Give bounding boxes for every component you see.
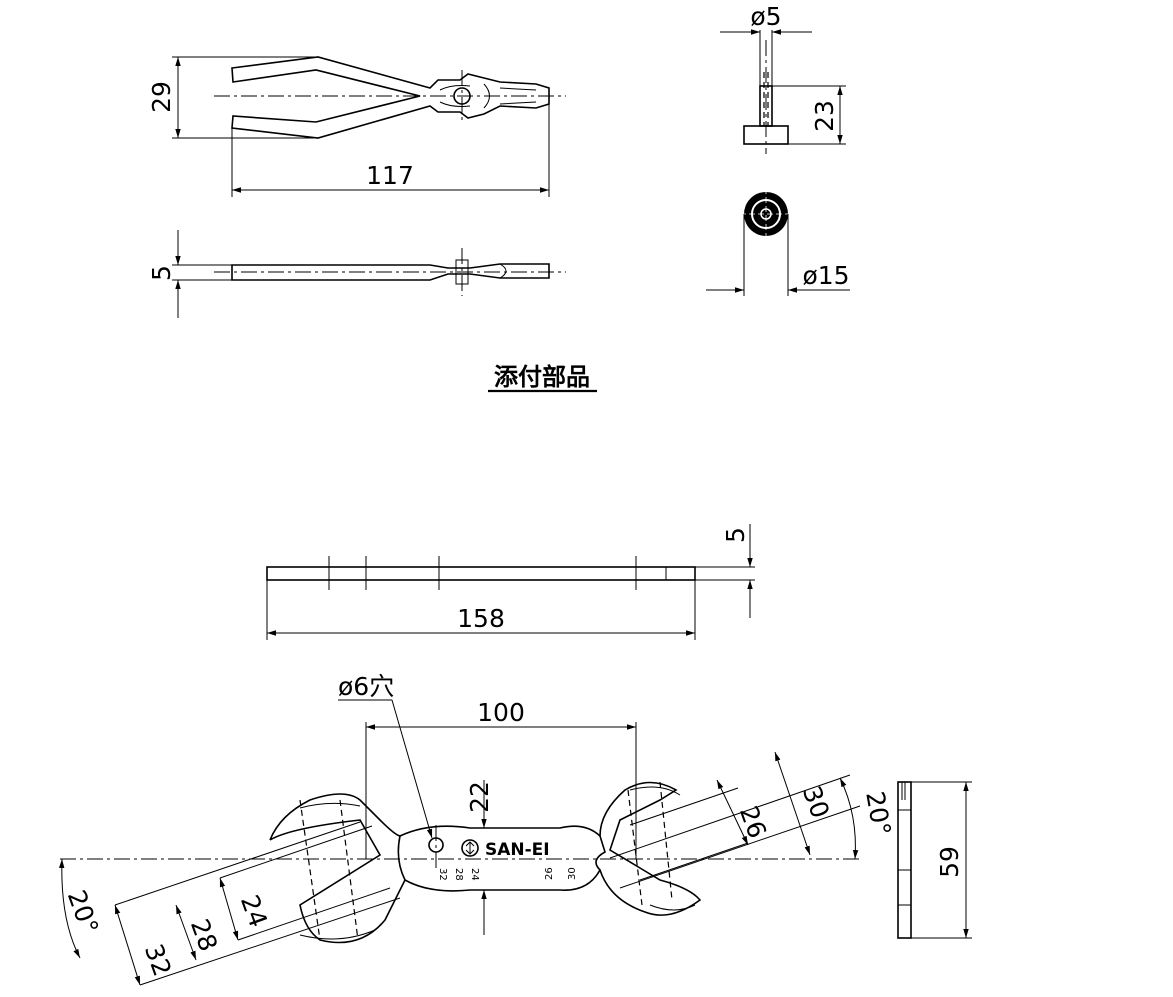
- right-inner-dim: 26: [734, 802, 772, 842]
- pin-height-dim: 23: [810, 100, 839, 132]
- left-angle-dim: 20°: [62, 886, 104, 938]
- pin-shaft-dia-dim: ø5: [750, 2, 781, 31]
- neck-dim: 22: [465, 781, 494, 813]
- pliers-height-dim: 29: [147, 81, 176, 113]
- stamp-left-a: 32: [437, 868, 448, 881]
- wrench-side-view: 5 158: [266, 524, 755, 640]
- caption-title: 添付部品: [494, 363, 590, 391]
- pliers-top-view: 29 117: [147, 56, 566, 197]
- caption-block: 添付部品: [488, 363, 597, 393]
- wrench-thickness-dim: 5: [721, 527, 750, 543]
- stamp-right-a: 26: [544, 867, 555, 880]
- pin-top-view: ø15: [706, 188, 850, 296]
- wrench-edge-view: 59: [897, 781, 972, 939]
- wrench-width-dim: 59: [935, 846, 964, 878]
- pliers-side-view: 5: [147, 230, 566, 318]
- pin-side-view: ø5 23: [720, 2, 846, 154]
- hole-label: ø6穴: [338, 672, 394, 701]
- stamp-right-b: 30: [567, 867, 578, 880]
- wrench-logo-text: SAN-EI: [485, 840, 550, 860]
- pliers-thickness-dim: 5: [147, 265, 176, 281]
- pitch-dim: 100: [477, 698, 525, 727]
- right-angle-dim: 20°: [860, 789, 896, 838]
- left-mid-dim: 28: [185, 915, 223, 955]
- left-inner-dim: 24: [235, 891, 273, 931]
- wrench-front-view: SAN-EI 32 28 24 26 30 ø6穴 100 22 30 26 2…: [59, 672, 896, 986]
- wrench-length-dim: 158: [457, 604, 505, 633]
- pin-head-dia-dim: ø15: [802, 261, 849, 290]
- stamp-left-b: 28: [453, 868, 464, 881]
- pliers-length-dim: 117: [366, 161, 414, 190]
- stamp-left-c: 24: [469, 868, 480, 881]
